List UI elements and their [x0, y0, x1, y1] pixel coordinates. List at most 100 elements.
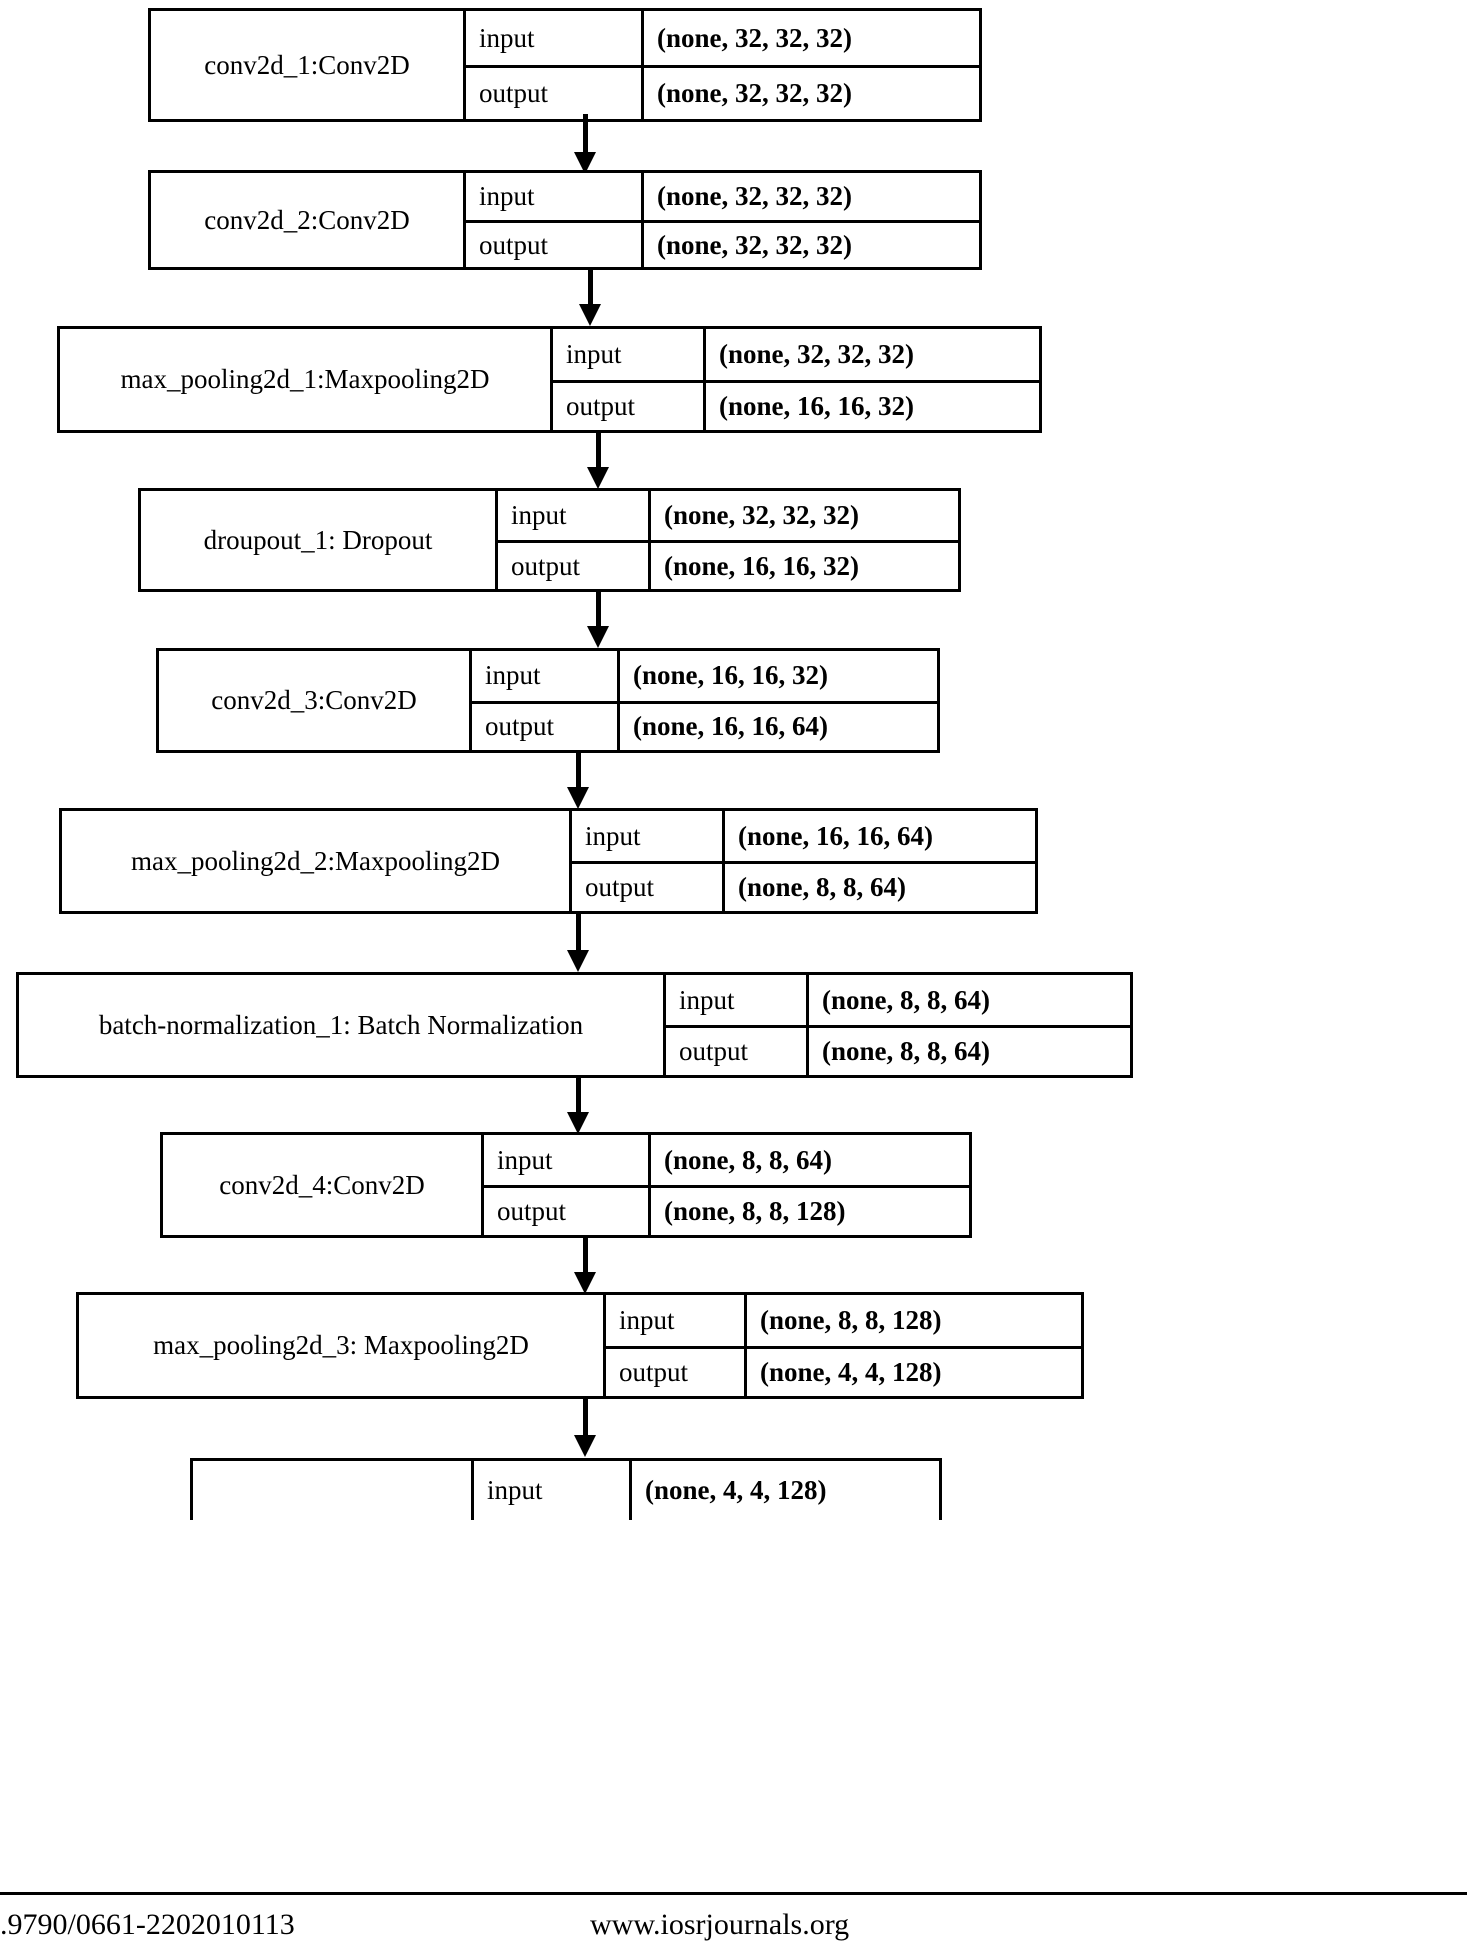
input-label: input: [487, 1475, 543, 1505]
arrow-shaft: [583, 1236, 588, 1274]
layer-output-row: output (none, 8, 8, 128): [484, 1185, 969, 1235]
arrow-shaft: [576, 751, 581, 789]
output-label: output: [497, 1196, 567, 1226]
layer-input-row: input (none, 8, 8, 64): [484, 1135, 969, 1185]
layer-node-max_pooling2d_1[interactable]: max_pooling2d_1:Maxpooling2D input (none…: [57, 326, 1042, 433]
layer-input-row: input (none, 8, 8, 64): [666, 975, 1130, 1025]
layer-output-row: output (none, 4, 4, 128): [606, 1345, 1081, 1396]
input-label: input: [479, 22, 535, 53]
output-label: output: [479, 229, 549, 260]
input-shape: (none, 32, 32, 32): [641, 173, 979, 220]
layer-io-table: input (none, 8, 8, 64) output (none, 8, …: [663, 975, 1130, 1075]
arrow-head: [587, 467, 609, 489]
layer-io-table: input (none, 32, 32, 32) output (none, 1…: [550, 329, 1039, 430]
footer-divider: [0, 1892, 1467, 1895]
arrow-shaft: [583, 1397, 588, 1437]
arrow-head: [567, 950, 589, 972]
layer-input-row: input (none, 32, 32, 32): [466, 11, 979, 65]
layer-node-conv2d_3[interactable]: conv2d_3:Conv2D input (none, 16, 16, 32)…: [156, 648, 940, 753]
input-shape: (none, 32, 32, 32): [703, 329, 1039, 380]
output-shape: (none, 32, 32, 32): [641, 223, 979, 267]
output-shape: (none, 8, 8, 128): [648, 1188, 969, 1235]
output-shape: (none, 4, 4, 128): [744, 1348, 1081, 1396]
input-label: input: [566, 338, 622, 369]
output-shape: (none, 8, 8, 64): [806, 1028, 1130, 1075]
layer-input-row: input (none, 16, 16, 32): [472, 651, 937, 701]
layer-output-row: output (none, 8, 8, 64): [666, 1025, 1130, 1075]
layer-node-truncated-last[interactable]: input (none, 4, 4, 128): [190, 1458, 942, 1520]
output-shape: (none, 16, 16, 64): [617, 703, 937, 750]
layer-input-row: input (none, 32, 32, 32): [553, 329, 1039, 380]
output-shape: (none, 8, 8, 64): [722, 864, 1035, 911]
layer-output-row: output (none, 16, 16, 32): [498, 540, 958, 589]
input-shape: (none, 8, 8, 64): [806, 975, 1130, 1025]
layer-input-row: input (none, 32, 32, 32): [498, 491, 958, 540]
layer-name: max_pooling2d_1:Maxpooling2D: [120, 364, 490, 395]
input-shape: (none, 4, 4, 128): [629, 1461, 939, 1520]
layer-input-row: input (none, 4, 4, 128): [474, 1461, 939, 1520]
layer-io-table: input (none, 4, 4, 128): [471, 1461, 939, 1520]
layer-output-row: output (none, 16, 16, 32): [553, 379, 1039, 430]
arrow-shaft: [576, 912, 581, 952]
layer-node-droupout_1[interactable]: droupout_1: Dropout input (none, 32, 32,…: [138, 488, 961, 592]
layer-name: conv2d_1:Conv2D: [204, 49, 410, 80]
input-shape: (none, 32, 32, 32): [648, 491, 958, 540]
layer-name: max_pooling2d_3: Maxpooling2D: [153, 1330, 529, 1361]
arrow-shaft: [588, 268, 593, 306]
output-shape: (none, 16, 16, 32): [648, 543, 958, 589]
layer-input-row: input (none, 8, 8, 128): [606, 1295, 1081, 1346]
layer-name: conv2d_4:Conv2D: [219, 1169, 425, 1200]
layer-node-batch_normalization_1[interactable]: batch-normalization_1: Batch Normalizati…: [16, 972, 1133, 1078]
layer-output-row: output (none, 32, 32, 32): [466, 65, 979, 119]
input-label: input: [511, 500, 567, 530]
layer-node-max_pooling2d_2[interactable]: max_pooling2d_2:Maxpooling2D input (none…: [59, 808, 1038, 914]
page-footer: .9790/0661-2202010113 www.iosrjournals.o…: [0, 1900, 1467, 1950]
arrow-shaft: [583, 114, 588, 154]
arrow-shaft: [576, 1076, 581, 1114]
model-architecture-diagram: conv2d_1:Conv2D input (none, 32, 32, 32)…: [16, 8, 1133, 1520]
layer-input-row: input (none, 32, 32, 32): [466, 173, 979, 220]
layer-name: [193, 1461, 471, 1520]
layer-input-row: input (none, 16, 16, 64): [572, 811, 1035, 861]
layer-io-table: input (none, 32, 32, 32) output (none, 1…: [495, 491, 958, 589]
layer-io-table: input (none, 16, 16, 64) output (none, 8…: [569, 811, 1035, 911]
arrow-head: [567, 787, 589, 809]
arrow-head: [574, 152, 596, 174]
output-label: output: [619, 1356, 689, 1387]
layer-node-conv2d_4[interactable]: conv2d_4:Conv2D input (none, 8, 8, 64) o…: [160, 1132, 972, 1238]
footer-website: www.iosrjournals.org: [590, 1908, 850, 1941]
layer-output-row: output (none, 32, 32, 32): [466, 220, 979, 267]
input-label: input: [585, 820, 641, 851]
layer-node-conv2d_2[interactable]: conv2d_2:Conv2D input (none, 32, 32, 32)…: [148, 170, 982, 270]
layer-io-table: input (none, 32, 32, 32) output (none, 3…: [463, 11, 979, 119]
layer-node-max_pooling2d_3[interactable]: max_pooling2d_3: Maxpooling2D input (non…: [76, 1292, 1084, 1399]
arrow-head: [587, 626, 609, 648]
output-label: output: [679, 1036, 749, 1066]
input-label: input: [679, 984, 735, 1015]
output-shape: (none, 16, 16, 32): [703, 382, 1039, 430]
input-label: input: [619, 1304, 675, 1335]
arrow-shaft: [596, 431, 601, 469]
input-shape: (none, 16, 16, 64): [722, 811, 1035, 861]
output-label: output: [511, 550, 581, 581]
layer-name: conv2d_2:Conv2D: [204, 204, 410, 235]
arrow-head: [574, 1435, 596, 1457]
output-label: output: [485, 711, 555, 742]
output-label: output: [585, 872, 655, 902]
layer-name: conv2d_3:Conv2D: [211, 685, 417, 716]
output-label: output: [479, 78, 549, 108]
layer-output-row: output (none, 8, 8, 64): [572, 861, 1035, 911]
arrow-head: [567, 1112, 589, 1134]
input-shape: (none, 8, 8, 128): [744, 1295, 1081, 1346]
arrow-head: [574, 1272, 596, 1294]
input-shape: (none, 16, 16, 32): [617, 651, 937, 701]
layer-io-table: input (none, 32, 32, 32) output (none, 3…: [463, 173, 979, 267]
layer-io-table: input (none, 16, 16, 32) output (none, 1…: [469, 651, 937, 750]
footer-doi: .9790/0661-2202010113: [0, 1908, 295, 1941]
layer-node-conv2d_1[interactable]: conv2d_1:Conv2D input (none, 32, 32, 32)…: [148, 8, 982, 122]
layer-name: max_pooling2d_2:Maxpooling2D: [131, 845, 500, 876]
layer-name: batch-normalization_1: Batch Normalizati…: [98, 1009, 584, 1040]
output-shape: (none, 32, 32, 32): [641, 68, 979, 119]
layer-name: droupout_1: Dropout: [203, 524, 433, 555]
output-label: output: [566, 390, 636, 421]
